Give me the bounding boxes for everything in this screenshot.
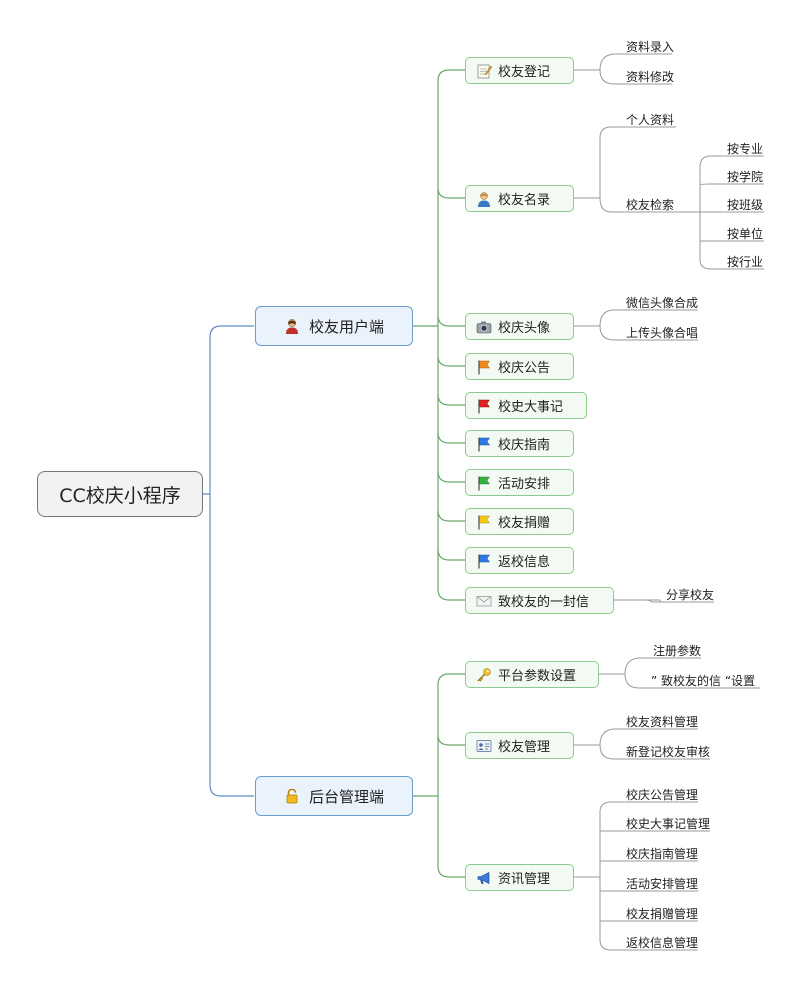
- megaphone-icon: [477, 871, 490, 884]
- sub-node-settings[interactable]: 平台参数设置: [465, 661, 599, 688]
- id-card-icon: [476, 739, 492, 752]
- root-node[interactable]: CC校庆小程序: [37, 471, 203, 517]
- blue-flag-icon: [478, 554, 490, 568]
- leaf-item[interactable]: 资料修改: [626, 70, 675, 84]
- leaf-item[interactable]: 微信头像合成: [626, 296, 699, 310]
- leaf-item[interactable]: 分享校友: [666, 588, 715, 602]
- leaf-item[interactable]: 按班级: [727, 198, 764, 212]
- sub-label: 致校友的一封信: [498, 595, 590, 610]
- sub-label: 校庆头像: [498, 321, 551, 336]
- sub-label: 平台参数设置: [498, 669, 577, 684]
- admin-side-node[interactable]: 后台管理端: [255, 776, 413, 816]
- leaf-item[interactable]: 校庆指南管理: [626, 847, 699, 861]
- leaf-item[interactable]: 上传头像合唱: [626, 326, 699, 340]
- sub-label: 资讯管理: [498, 872, 551, 887]
- leaf-item[interactable]: 校友捐赠管理: [626, 907, 699, 921]
- sub-label: 校庆公告: [498, 361, 551, 376]
- leaf-item[interactable]: 注册参数: [653, 644, 702, 658]
- leaf-item[interactable]: 按单位: [727, 227, 764, 241]
- sub-node-letter[interactable]: 致校友的一封信: [465, 587, 614, 614]
- leaf-item[interactable]: ” 致校友的信 “设置: [651, 674, 756, 688]
- leaf-item[interactable]: 校庆公告管理: [626, 788, 699, 802]
- leaf-item[interactable]: 按学院: [727, 170, 764, 184]
- sub-label: 校友登记: [498, 65, 551, 80]
- green-flag-icon: [478, 476, 490, 490]
- admin-side-label: 后台管理端: [308, 787, 384, 806]
- sub-label: 返校信息: [498, 555, 551, 570]
- sub-node-return[interactable]: 返校信息: [465, 547, 574, 574]
- sub-node-events[interactable]: 活动安排: [465, 469, 574, 496]
- person-icon: [285, 319, 298, 334]
- camera-icon: [476, 321, 492, 333]
- sub-node-avatar[interactable]: 校庆头像: [465, 313, 574, 340]
- sub-label: 活动安排: [498, 477, 551, 492]
- sub-node-donation[interactable]: 校友捐赠: [465, 508, 574, 535]
- notepad-icon: [477, 64, 492, 78]
- leaf-item[interactable]: 返校信息管理: [626, 936, 699, 950]
- sub-label: 校友名录: [498, 193, 551, 208]
- sub-node-notice[interactable]: 校庆公告: [465, 353, 574, 380]
- orange-flag-icon: [478, 360, 490, 374]
- sub-node-directory[interactable]: 校友名录: [465, 185, 574, 212]
- leaf-item[interactable]: 按行业: [727, 255, 764, 269]
- user-icon: [478, 191, 490, 207]
- blue-flag-icon: [478, 437, 490, 451]
- sub-node-register[interactable]: 校友登记: [465, 57, 574, 84]
- leaf-item[interactable]: 资料录入: [626, 40, 675, 54]
- leaf-item[interactable]: 活动安排管理: [626, 877, 699, 891]
- yellow-flag-icon: [478, 515, 490, 529]
- leaf-item[interactable]: 校友检索: [626, 198, 675, 212]
- leaf-item[interactable]: 校史大事记管理: [626, 817, 711, 831]
- leaf-item[interactable]: 按专业: [727, 142, 764, 156]
- leaf-item[interactable]: 新登记校友审核: [626, 745, 711, 759]
- sub-node-news-admin[interactable]: 资讯管理: [465, 864, 574, 891]
- leaf-item[interactable]: 个人资料: [626, 113, 675, 127]
- sub-label: 校史大事记: [498, 400, 564, 415]
- key-icon: [477, 667, 491, 682]
- sub-node-guide[interactable]: 校庆指南: [465, 430, 574, 457]
- user-side-node[interactable]: 校友用户端: [255, 306, 413, 346]
- user-side-label: 校友用户端: [308, 317, 384, 336]
- sub-node-alumni-admin[interactable]: 校友管理: [465, 732, 574, 759]
- red-flag-icon: [478, 399, 490, 413]
- sub-label: 校友管理: [498, 740, 551, 755]
- lock-icon: [286, 788, 298, 804]
- leaf-item[interactable]: 校友资料管理: [626, 715, 699, 729]
- sub-label: 校友捐赠: [498, 516, 551, 531]
- root-label: CC校庆小程序: [59, 484, 181, 507]
- sub-label: 校庆指南: [498, 438, 551, 453]
- envelope-icon: [476, 595, 492, 606]
- sub-node-history[interactable]: 校史大事记: [465, 392, 587, 419]
